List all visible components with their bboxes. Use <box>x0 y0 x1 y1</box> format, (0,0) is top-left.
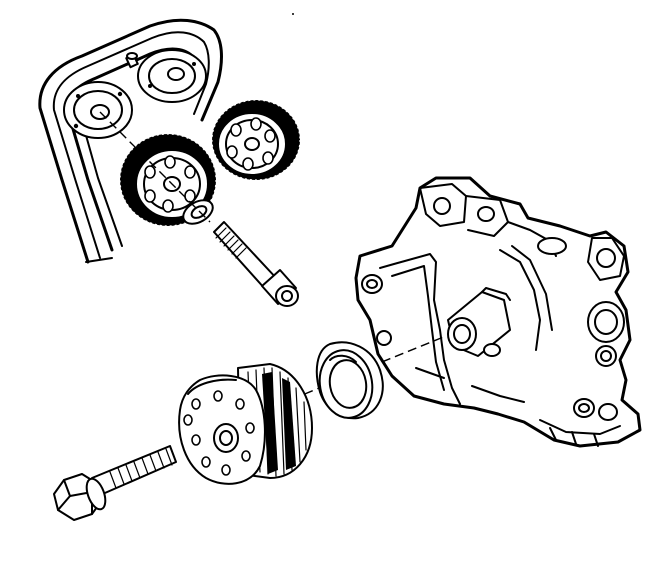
engine-block-icon <box>354 176 642 448</box>
speck-mark <box>292 13 294 15</box>
sprocket-bolt-icon <box>213 221 299 307</box>
camshaft-sprocket-icon <box>119 99 301 227</box>
seal-ring-icon <box>315 341 384 420</box>
alignment-line <box>99 111 211 223</box>
crankshaft-pulley-icon <box>178 363 313 485</box>
pulley-bolt-icon <box>53 445 177 521</box>
timing-belt-cover-icon <box>38 18 223 264</box>
